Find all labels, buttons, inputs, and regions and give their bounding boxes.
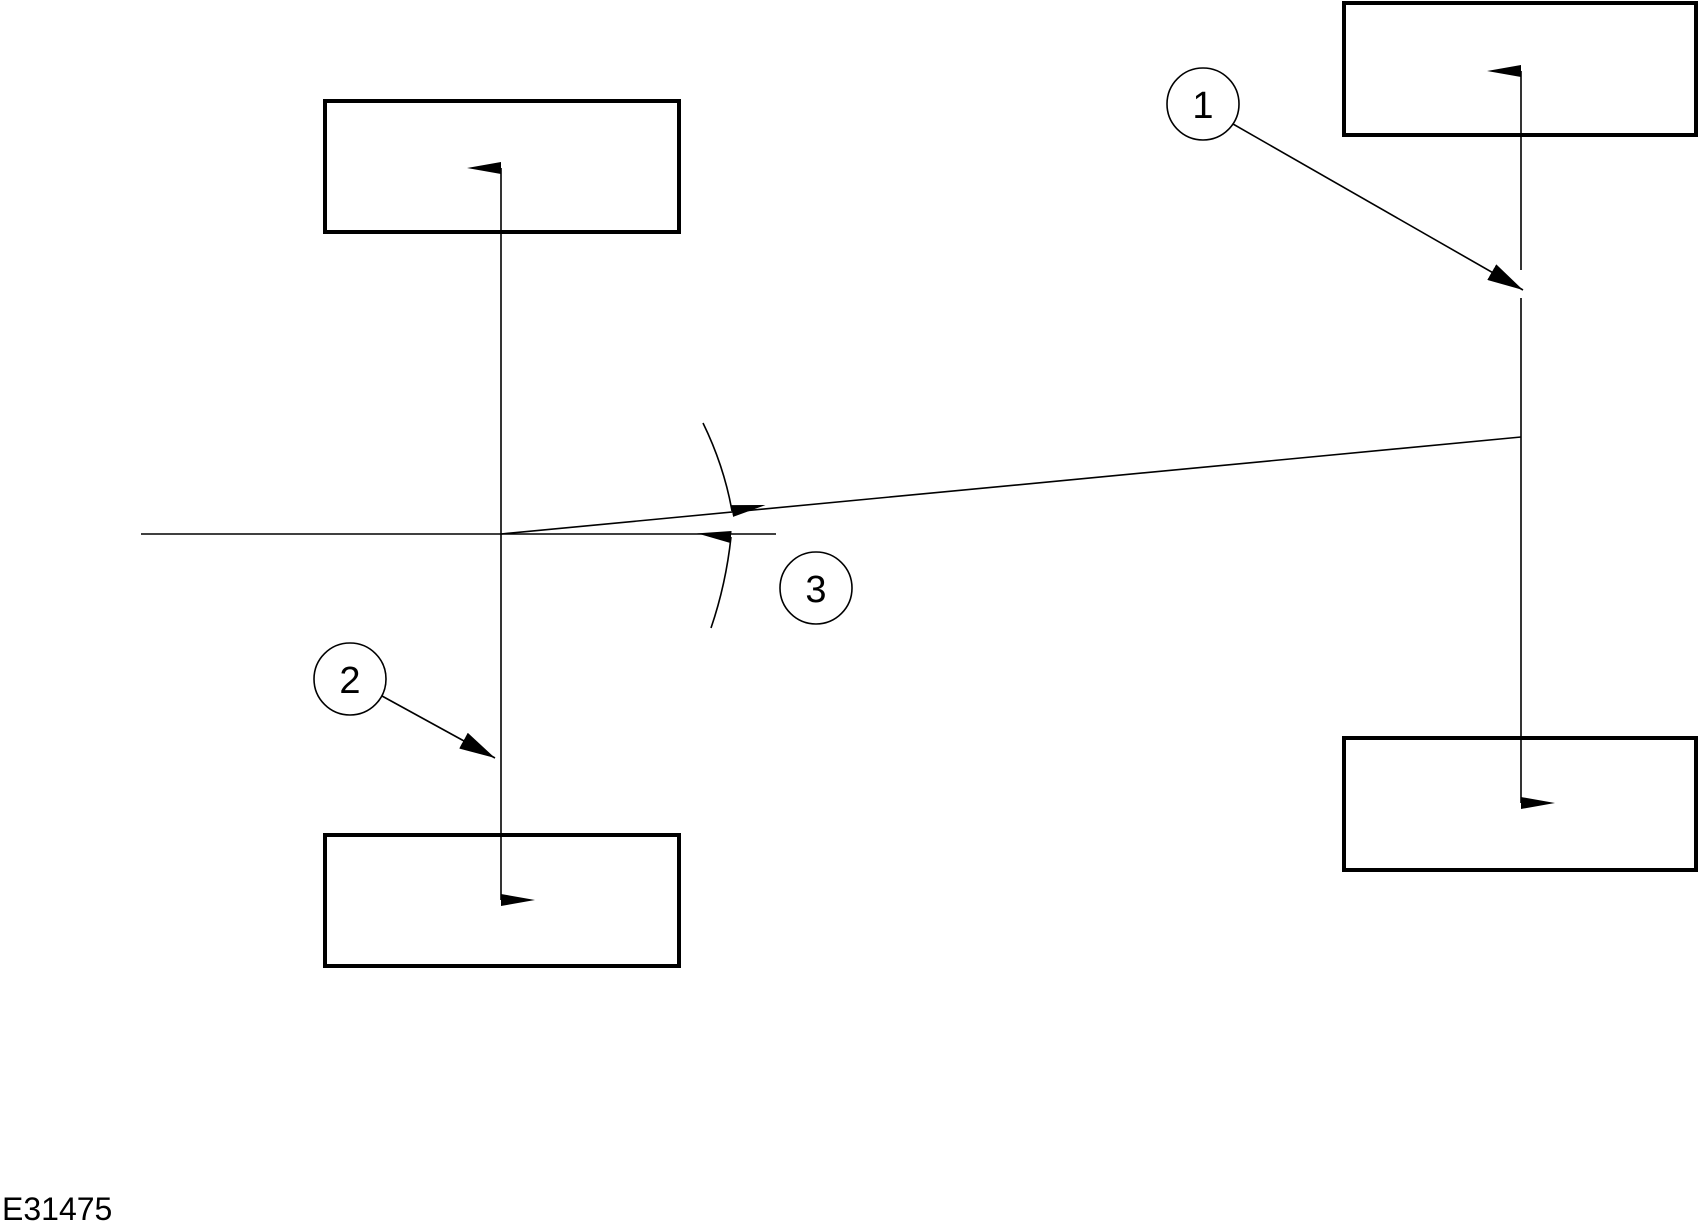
callout-1-leader bbox=[1232, 123, 1524, 291]
figure-reference-id: E31475 bbox=[2, 1191, 112, 1227]
callout-1-label: 1 bbox=[1192, 85, 1213, 127]
angle-arc-upper bbox=[702, 422, 766, 517]
front-left-wheel bbox=[323, 99, 681, 234]
callout-2-leader bbox=[381, 695, 496, 759]
callout-3: 3 bbox=[779, 551, 853, 625]
callout-3-label: 3 bbox=[805, 569, 826, 611]
callout-1: 1 bbox=[1166, 67, 1524, 291]
angle-arc-lower bbox=[697, 531, 732, 629]
rear-right-wheel bbox=[1342, 736, 1698, 872]
front-right-wheel bbox=[1342, 1, 1698, 137]
callout-2: 2 bbox=[313, 642, 496, 759]
rear-left-wheel bbox=[323, 833, 681, 968]
callout-2-label: 2 bbox=[339, 660, 360, 702]
offset-line bbox=[500, 436, 1522, 535]
